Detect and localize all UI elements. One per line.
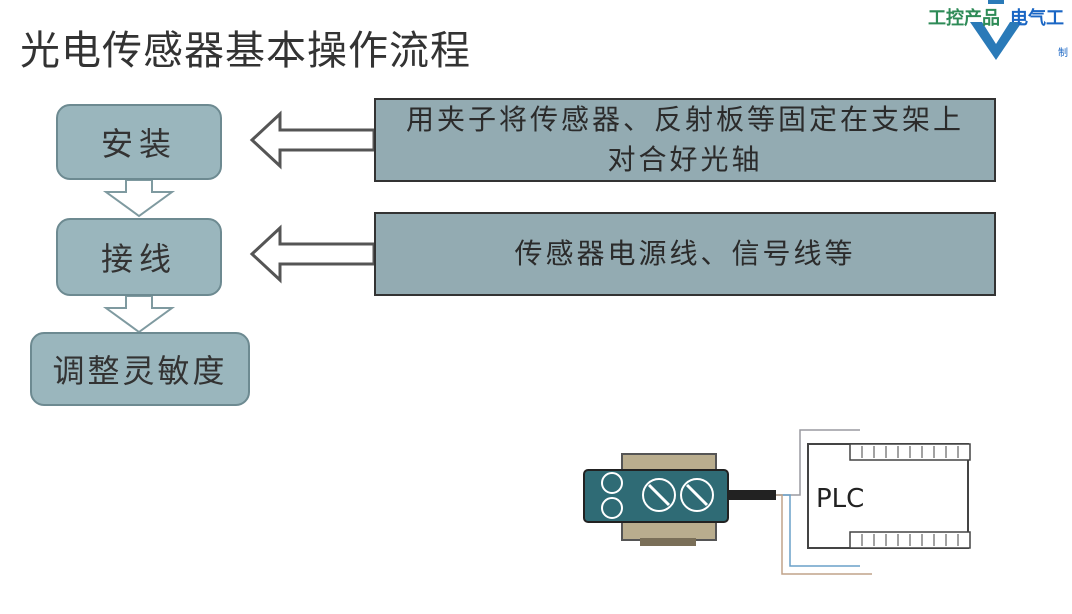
step-install-label: 安装 <box>100 125 177 163</box>
description-install: 用夹子将传感器、反射板等固定在支架上 对合好光轴 <box>374 98 996 182</box>
brand-logo: 工控产品 电气工 制 <box>928 0 1072 64</box>
plc-module <box>807 443 971 549</box>
left-arrow-1 <box>249 110 376 170</box>
down-arrow-1 <box>102 179 176 218</box>
description-wiring-line1: 传感器电源线、信号线等 <box>514 237 856 270</box>
description-install-line1: 用夹子将传感器、反射板等固定在支架上 <box>405 103 964 136</box>
logo-text-secondary: 电气工 <box>1010 8 1064 29</box>
step-adjust-sensitivity-label: 调整灵敏度 <box>52 352 228 390</box>
logo-text-small: 制 <box>1058 48 1068 59</box>
left-arrow-2 <box>249 224 376 284</box>
down-arrow-2 <box>102 295 176 334</box>
step-adjust-sensitivity: 调整灵敏度 <box>30 332 250 406</box>
page-title: 光电传感器基本操作流程 <box>20 28 471 74</box>
step-install: 安装 <box>56 104 222 180</box>
step-wiring-label: 接线 <box>100 240 177 278</box>
logo-chevron-icon <box>970 0 1022 60</box>
sensor-illustration <box>583 453 776 546</box>
step-wiring: 接线 <box>56 218 222 296</box>
description-wiring: 传感器电源线、信号线等 <box>374 212 996 296</box>
plc-label: PLC <box>816 484 865 514</box>
sensor-wires <box>776 429 872 575</box>
logo-text-primary: 工控产品 <box>928 8 1000 29</box>
description-install-line2: 对合好光轴 <box>607 143 763 176</box>
